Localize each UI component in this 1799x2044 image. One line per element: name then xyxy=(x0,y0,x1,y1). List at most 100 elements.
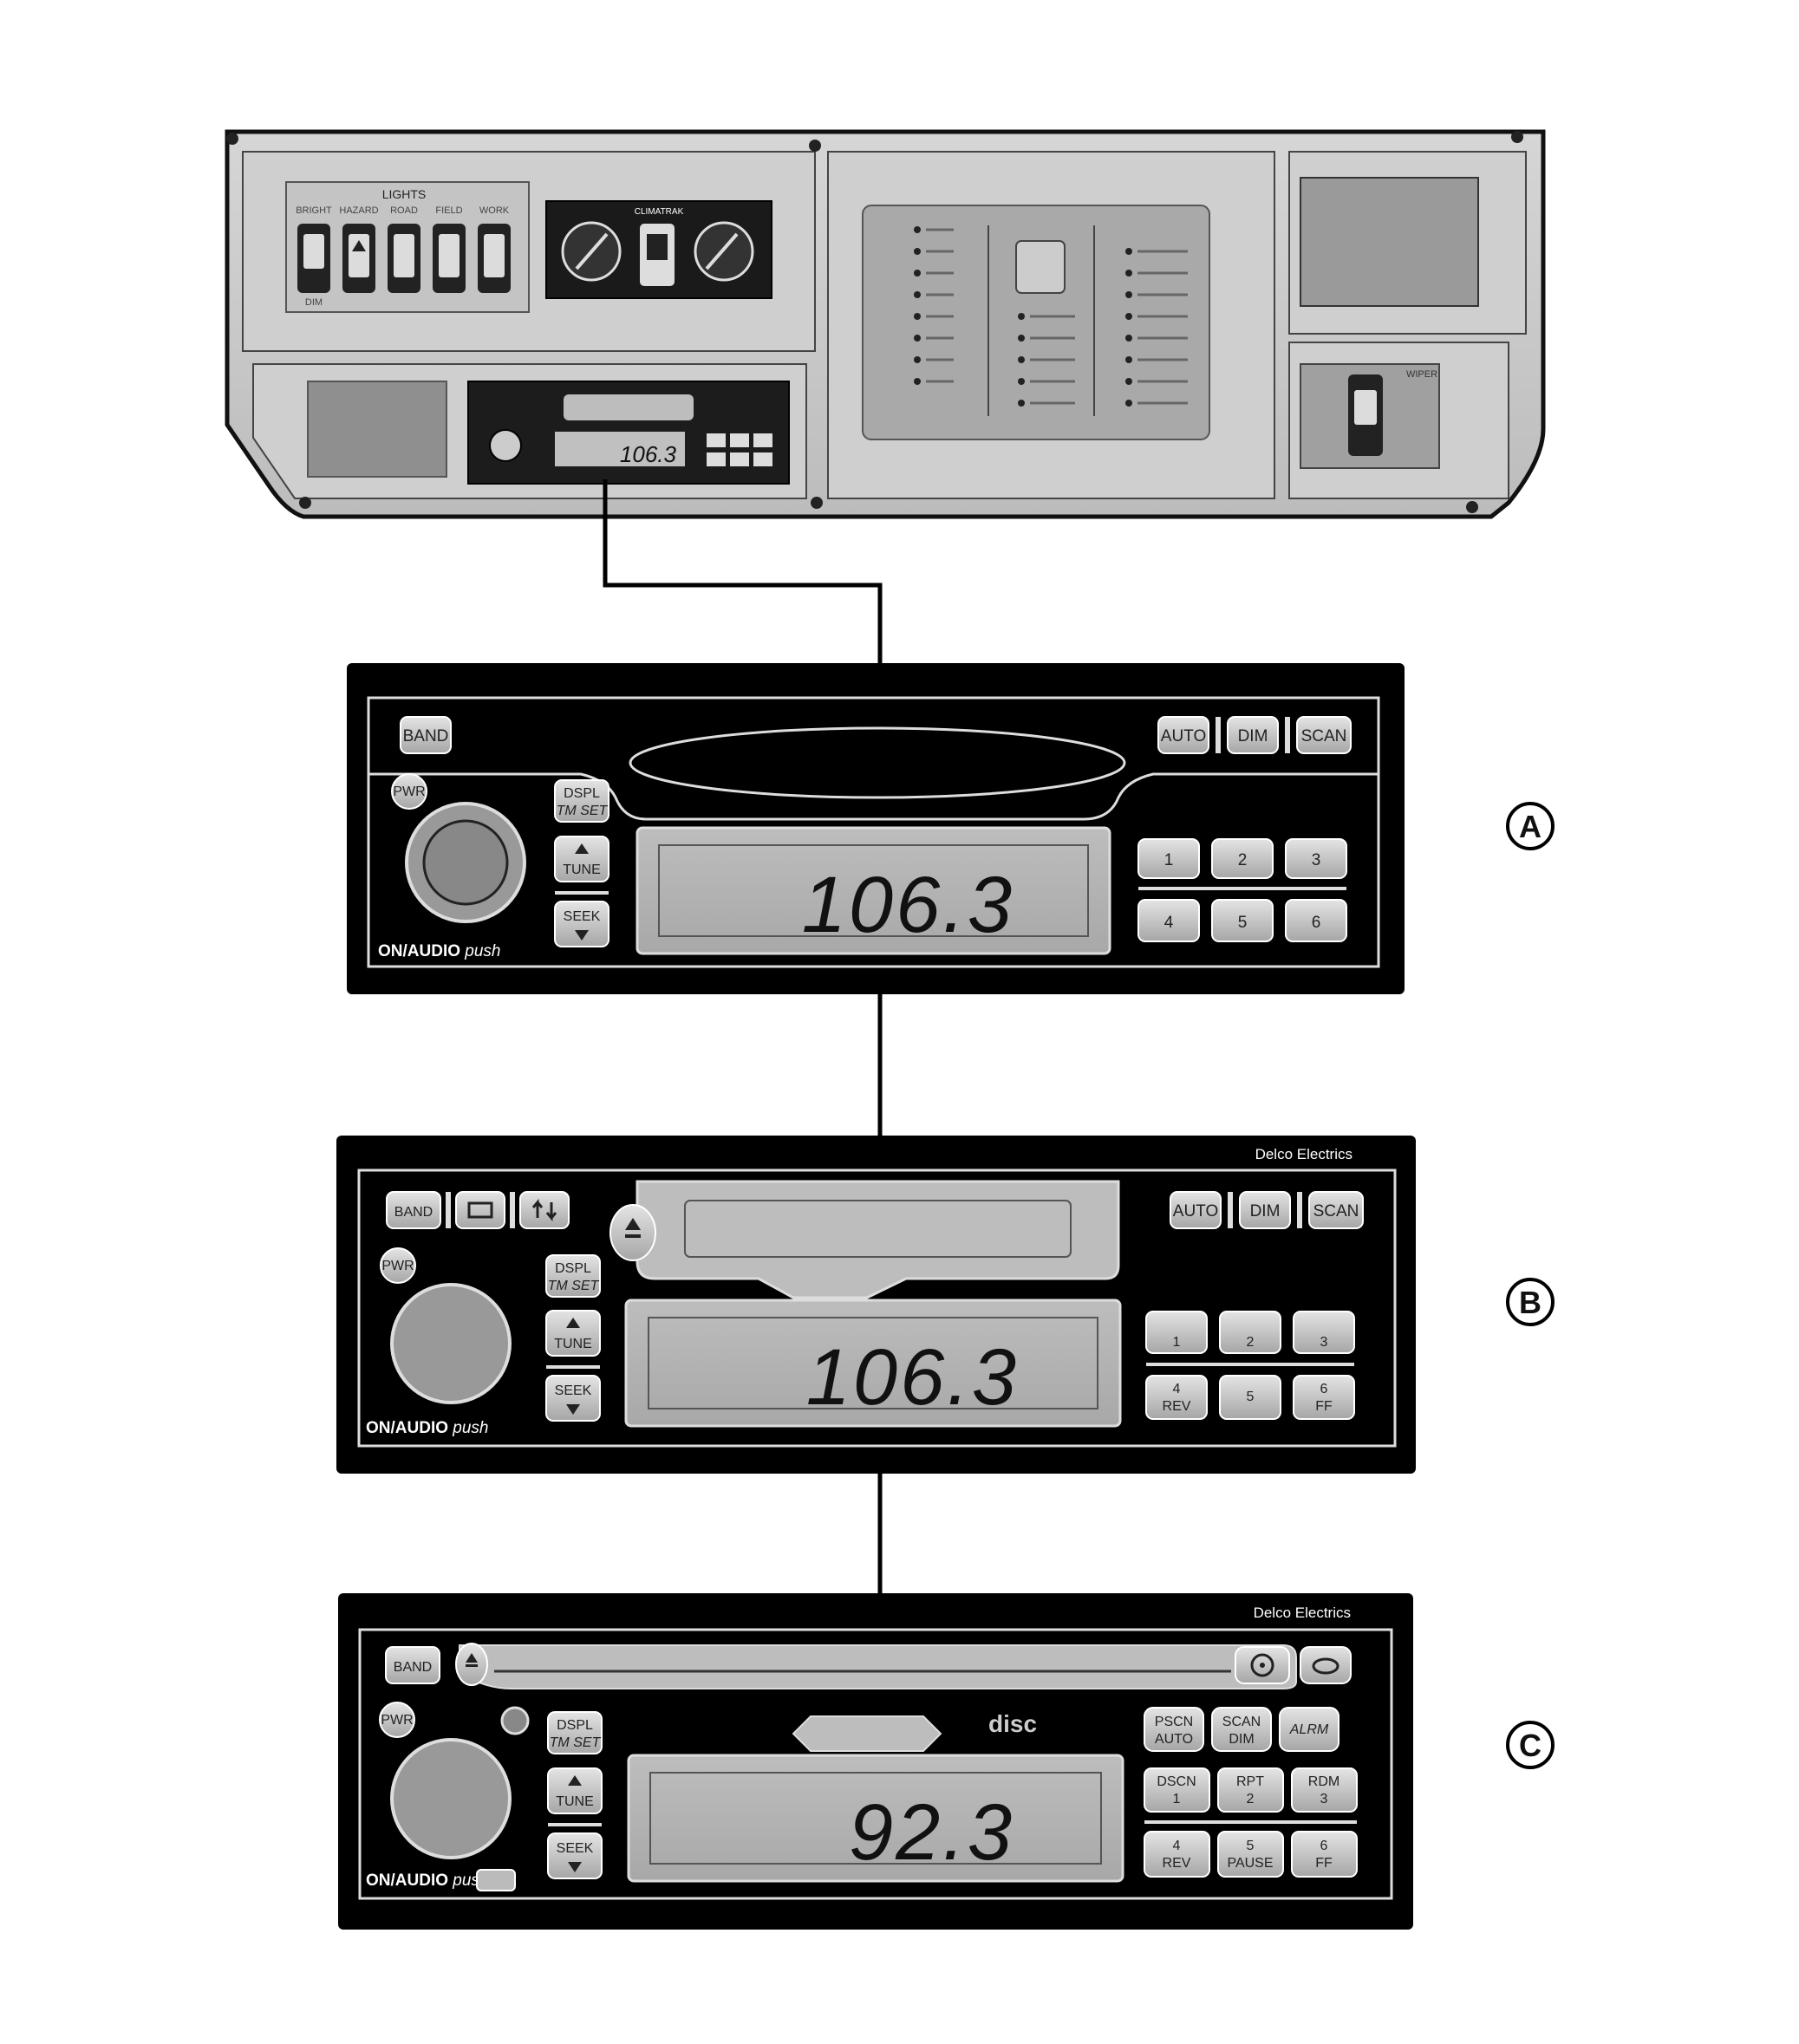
lights-module: LIGHTS BRIGHT HAZARD ROAD FIELD xyxy=(285,181,530,313)
alrm-button[interactable]: ALRM xyxy=(1279,1707,1339,1752)
button-sublabel: 3 xyxy=(1320,1792,1328,1806)
power-button[interactable]: PWR xyxy=(391,773,427,810)
auto-button[interactable]: AUTO xyxy=(1170,1191,1222,1229)
preset-2-button[interactable]: 2 xyxy=(1211,838,1274,879)
light-switch-field[interactable]: FIELD xyxy=(433,205,466,293)
tune-label: TUNE xyxy=(556,1794,594,1809)
seek-button[interactable]: SEEK xyxy=(547,1832,603,1879)
preset-sublabel: REV xyxy=(1163,1399,1191,1414)
aux-jack-cover[interactable] xyxy=(476,1869,516,1891)
pscn-auto-button[interactable]: PSCN AUTO xyxy=(1144,1707,1204,1752)
preset-3-button[interactable]: 3 xyxy=(1285,838,1347,879)
preset-3-button[interactable]: 3 xyxy=(1293,1311,1355,1354)
lights-title: LIGHTS xyxy=(382,187,427,201)
cassette-icon xyxy=(467,1201,493,1219)
up-arrow-icon xyxy=(568,1775,582,1786)
button-label: 5 xyxy=(1247,1839,1255,1853)
cassette-door[interactable] xyxy=(636,1180,1120,1299)
pwr-label: PWR xyxy=(381,1713,413,1728)
volume-knob[interactable] xyxy=(405,802,526,923)
seek-button[interactable]: SEEK xyxy=(545,1375,601,1422)
preset-1-button[interactable]: 1 xyxy=(1145,1311,1208,1354)
mini-radio: 106.3 xyxy=(467,381,790,485)
dashboard-panel: LIGHTS BRIGHT HAZARD ROAD FIELD xyxy=(225,129,1546,519)
light-switch-work[interactable]: WORK xyxy=(478,205,511,293)
light-switch-bright[interactable]: BRIGHT xyxy=(296,205,332,293)
disc-slot[interactable] xyxy=(459,1644,1297,1689)
band-button[interactable]: BAND xyxy=(400,716,452,754)
callout-c-label: C xyxy=(1519,1728,1542,1763)
tune-button[interactable]: TUNE xyxy=(554,836,609,882)
volume-knob[interactable] xyxy=(390,1283,512,1404)
frequency-readout: 92.3 xyxy=(849,1788,1014,1877)
light-switch-road[interactable]: ROAD xyxy=(388,205,420,293)
button-sublabel: 2 xyxy=(1247,1792,1255,1806)
load-button[interactable] xyxy=(1300,1646,1352,1684)
seek-label: SEEK xyxy=(557,1841,594,1856)
preset-5-button[interactable]: 5 xyxy=(1219,1375,1281,1420)
side-flip-button[interactable] xyxy=(519,1191,570,1229)
climatrak-label: CLIMATRAK xyxy=(635,207,684,217)
power-button[interactable]: PWR xyxy=(379,1702,415,1738)
hazard-triangle-icon xyxy=(352,240,366,251)
tune-button[interactable]: TUNE xyxy=(545,1310,601,1357)
button-sublabel: REV xyxy=(1163,1856,1191,1871)
preset-6-ff-button[interactable]: 6FF xyxy=(1291,1831,1358,1878)
preset-label: 6 xyxy=(1320,1382,1328,1396)
tune-button[interactable]: TUNE xyxy=(547,1767,603,1814)
eject-button[interactable] xyxy=(455,1643,488,1686)
seek-button[interactable]: SEEK xyxy=(554,901,609,947)
preset-4-button[interactable]: 4 xyxy=(1137,899,1200,942)
eject-button[interactable] xyxy=(609,1204,656,1261)
preset-5-button[interactable]: 5 xyxy=(1211,899,1274,942)
band-label: BAND xyxy=(394,1660,432,1675)
preset-label: 1 xyxy=(1173,1335,1181,1350)
band-label: BAND xyxy=(403,727,449,745)
auto-button[interactable]: AUTO xyxy=(1157,716,1209,754)
preset-1-button[interactable]: 1 xyxy=(1137,838,1200,879)
dim-button[interactable]: DIM xyxy=(1227,716,1279,754)
cd-button[interactable] xyxy=(1235,1646,1290,1684)
tm-set-label: TM SET xyxy=(550,1735,602,1750)
scan-button[interactable]: SCAN xyxy=(1308,1191,1364,1229)
preset-label: 5 xyxy=(1247,1390,1255,1404)
dim-button[interactable]: DIM xyxy=(1239,1191,1291,1229)
scan-button[interactable]: SCAN xyxy=(1296,716,1352,754)
mini-radio-frequency: 106.3 xyxy=(620,441,677,467)
deere-logo-icon xyxy=(1015,240,1066,294)
dspl-button[interactable]: DSPL TM SET xyxy=(554,779,609,823)
preset-label: 4 xyxy=(1173,1382,1181,1396)
disc-logo: disc xyxy=(988,1710,1037,1737)
disc-icon xyxy=(1250,1653,1274,1677)
light-switch-hazard[interactable]: HAZARD xyxy=(339,205,379,293)
dspl-button[interactable]: DSPL TM SET xyxy=(547,1711,603,1754)
frequency-readout: 106.3 xyxy=(802,861,1014,949)
pwr-label: PWR xyxy=(381,1259,414,1273)
band-button[interactable]: BAND xyxy=(386,1191,441,1229)
preset-label: 2 xyxy=(1238,851,1248,869)
preset-sublabel: FF xyxy=(1315,1399,1333,1414)
button-label: PSCN xyxy=(1155,1715,1193,1729)
radio-c: Delco Electrics BAND PWR xyxy=(338,1593,1413,1930)
preset-6-button[interactable]: 6 xyxy=(1285,899,1347,942)
wiper-switch[interactable]: WIPER xyxy=(1300,363,1440,469)
light-switch-label: WORK xyxy=(479,205,510,216)
band-button[interactable]: BAND xyxy=(385,1646,440,1684)
button-sublabel: AUTO xyxy=(1155,1732,1193,1747)
preset-6-ff-button[interactable]: 6FF xyxy=(1293,1375,1355,1420)
cassette-button[interactable] xyxy=(455,1191,505,1229)
volume-knob[interactable] xyxy=(390,1738,512,1859)
power-button[interactable]: PWR xyxy=(380,1247,416,1284)
preset-2-button[interactable]: 2 xyxy=(1219,1311,1281,1354)
seek-label: SEEK xyxy=(564,909,601,924)
cassette-slot[interactable] xyxy=(629,726,1126,799)
pwr-label: PWR xyxy=(393,784,425,799)
dspl-button[interactable]: DSPL TM SET xyxy=(545,1254,601,1298)
